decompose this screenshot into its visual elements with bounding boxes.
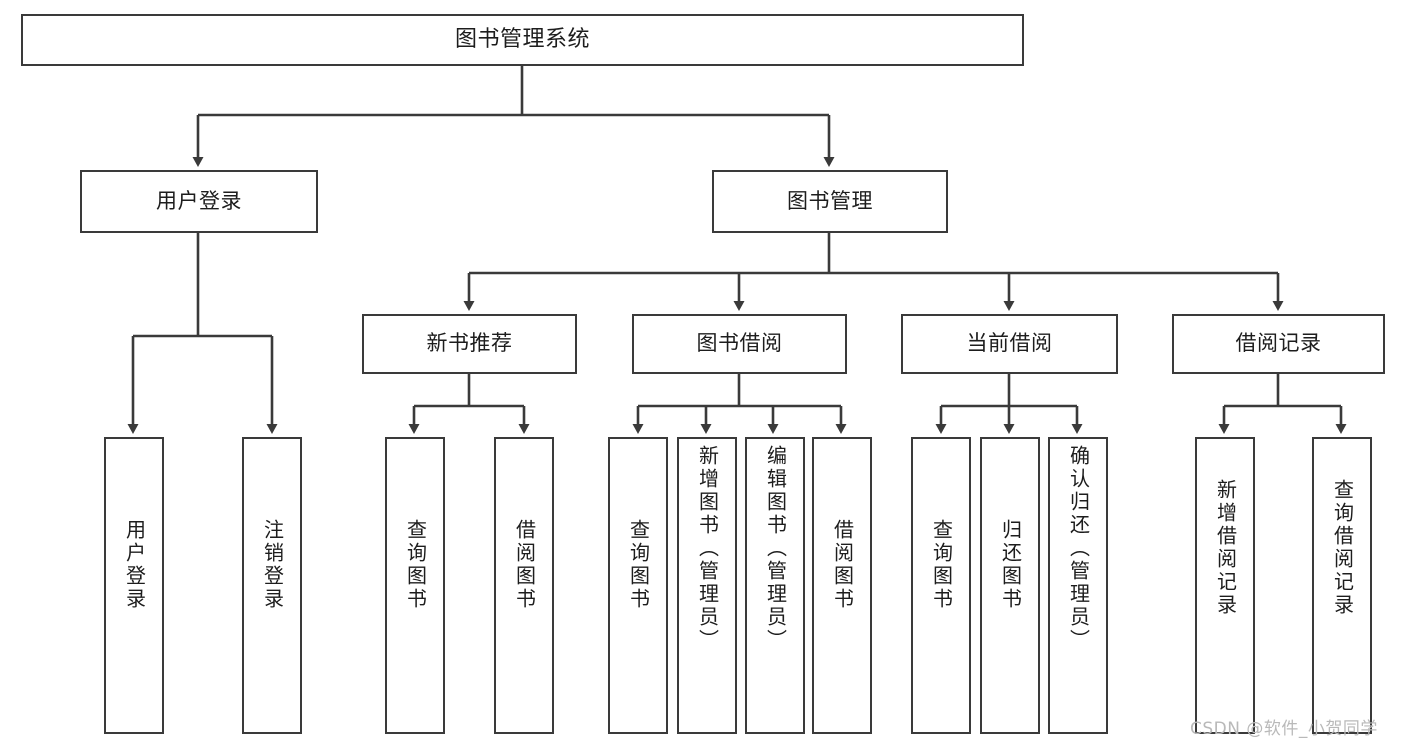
leaf-query-book-3[interactable]: 查询图书 bbox=[911, 437, 971, 734]
node-book-management-label: 图书管理 bbox=[787, 188, 873, 213]
leaf-query-book-1-label: 查询图书 bbox=[403, 519, 428, 611]
leaf-query-record-label: 查询借阅记录 bbox=[1330, 479, 1355, 617]
leaf-query-book-2[interactable]: 查询图书 bbox=[608, 437, 668, 734]
leaf-borrow-book-1[interactable]: 借阅图书 bbox=[494, 437, 554, 734]
leaf-borrow-book-1-label: 借阅图书 bbox=[512, 519, 537, 611]
leaf-borrow-book-2-label: 借阅图书 bbox=[830, 519, 855, 611]
leaf-query-book-2-label: 查询图书 bbox=[626, 519, 651, 611]
node-current-borrow[interactable]: 当前借阅 bbox=[901, 314, 1118, 374]
leaf-edit-book[interactable]: 编辑图书（管理员） bbox=[745, 437, 805, 734]
node-borrow-record[interactable]: 借阅记录 bbox=[1172, 314, 1385, 374]
node-root-label: 图书管理系统 bbox=[454, 26, 590, 52]
csdn-watermark: CSDN @软件_小贺同学 bbox=[1190, 719, 1378, 739]
node-borrow-record-label: 借阅记录 bbox=[1235, 331, 1322, 356]
leaf-user-logout-label: 注销登录 bbox=[260, 519, 285, 611]
leaf-confirm-return-label: 确认归还（管理员） bbox=[1066, 445, 1091, 652]
node-book-borrow[interactable]: 图书借阅 bbox=[632, 314, 847, 374]
node-book-management[interactable]: 图书管理 bbox=[712, 170, 948, 233]
node-new-book-recommend[interactable]: 新书推荐 bbox=[362, 314, 577, 374]
leaf-query-record[interactable]: 查询借阅记录 bbox=[1312, 437, 1372, 734]
leaf-return-book[interactable]: 归还图书 bbox=[980, 437, 1040, 734]
leaf-return-book-label: 归还图书 bbox=[998, 519, 1023, 611]
leaf-query-book-3-label: 查询图书 bbox=[929, 519, 954, 611]
leaf-edit-book-label: 编辑图书（管理员） bbox=[763, 445, 788, 652]
node-book-borrow-label: 图书借阅 bbox=[696, 331, 783, 356]
leaf-add-record-label: 新增借阅记录 bbox=[1213, 479, 1238, 617]
leaf-add-record[interactable]: 新增借阅记录 bbox=[1195, 437, 1255, 734]
leaf-user-login[interactable]: 用户登录 bbox=[104, 437, 164, 734]
leaf-user-logout[interactable]: 注销登录 bbox=[242, 437, 302, 734]
node-current-borrow-label: 当前借阅 bbox=[966, 331, 1053, 356]
leaf-add-book-label: 新增图书（管理员） bbox=[695, 445, 720, 652]
leaf-query-book-1[interactable]: 查询图书 bbox=[385, 437, 445, 734]
node-user-login[interactable]: 用户登录 bbox=[80, 170, 318, 233]
node-root[interactable]: 图书管理系统 bbox=[21, 14, 1024, 66]
leaf-add-book[interactable]: 新增图书（管理员） bbox=[677, 437, 737, 734]
leaf-user-login-label: 用户登录 bbox=[122, 519, 147, 611]
leaf-borrow-book-2[interactable]: 借阅图书 bbox=[812, 437, 872, 734]
leaf-confirm-return[interactable]: 确认归还（管理员） bbox=[1048, 437, 1108, 734]
node-new-book-recommend-label: 新书推荐 bbox=[426, 331, 513, 356]
node-user-login-label: 用户登录 bbox=[156, 188, 242, 213]
